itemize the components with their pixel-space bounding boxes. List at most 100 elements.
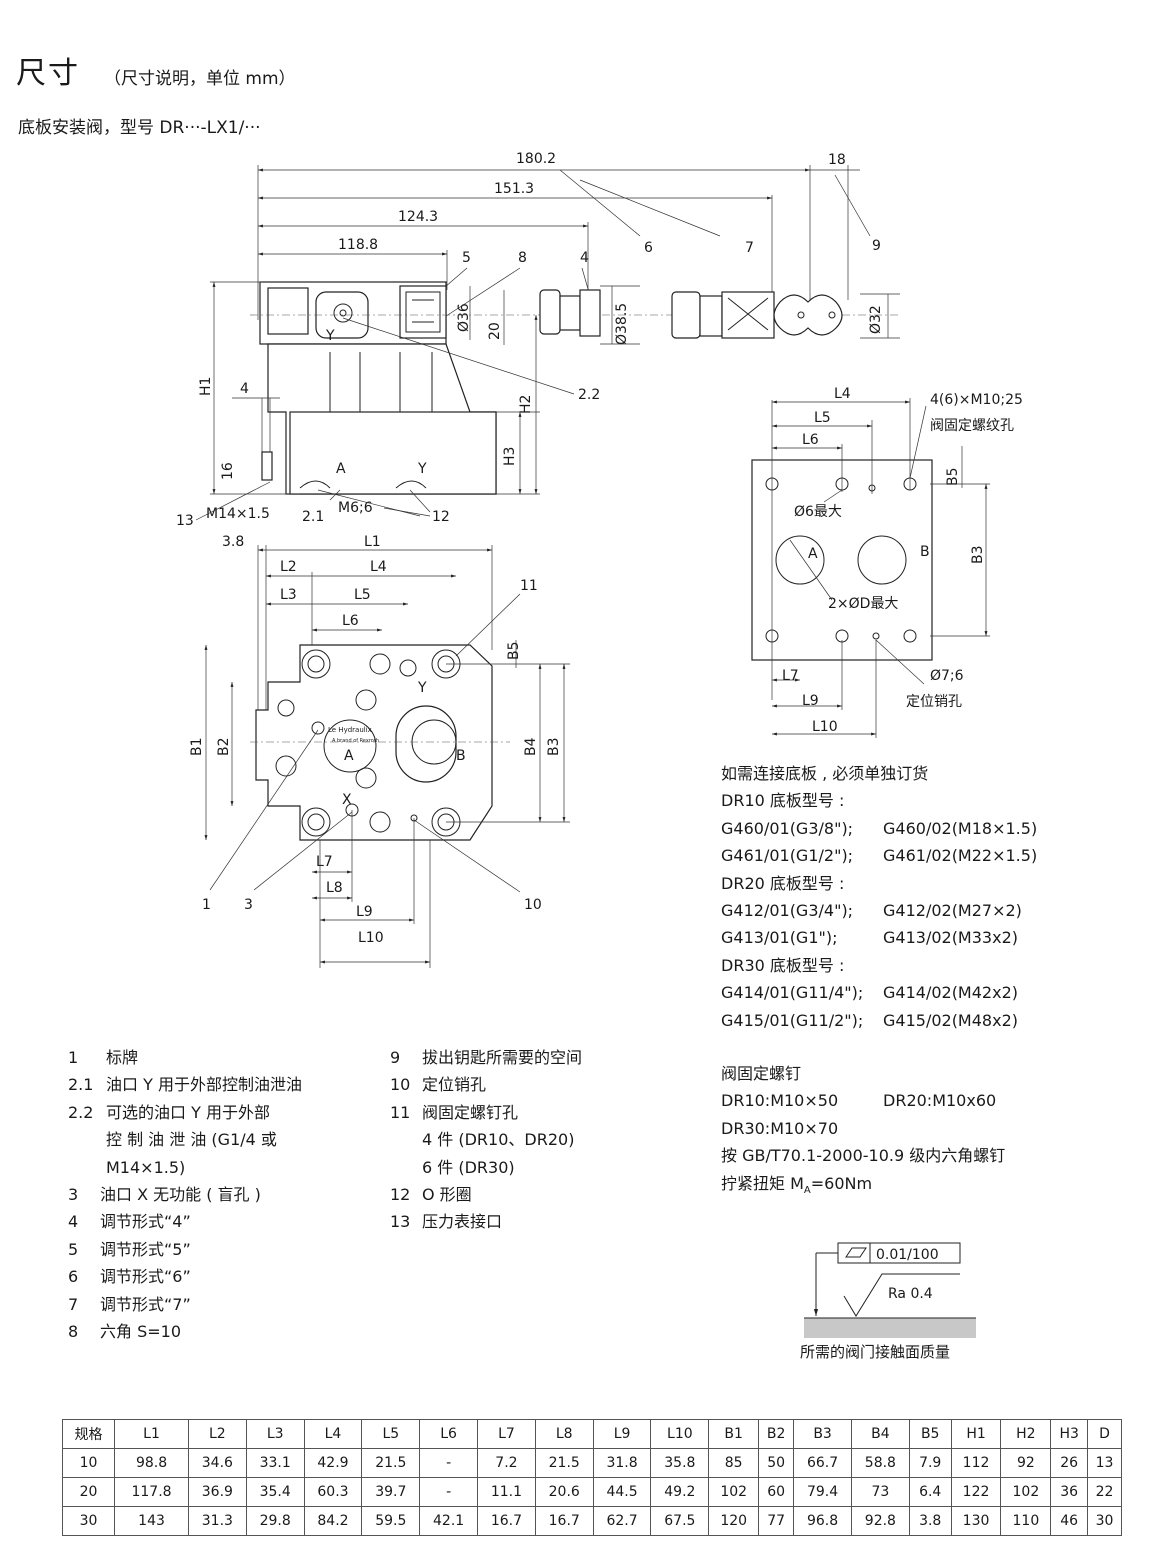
table-cell: H3: [1050, 1419, 1089, 1449]
order-group-dr20: DR20 底板型号 : G412/01(G3/4");G412/02(M27×2…: [721, 873, 1022, 948]
table-cell: 96.8: [793, 1506, 852, 1536]
table-cell: 13: [1087, 1448, 1122, 1478]
table-cell: 3.8: [908, 1506, 952, 1536]
torque-line: 拧紧扭矩 MA=60Nm: [721, 1173, 873, 1196]
order-group-dr10: DR10 底板型号 : G460/01(G3/8");G460/02(M18×1…: [721, 791, 1038, 866]
port-b-top: B: [456, 748, 466, 764]
table-cell: 21.5: [361, 1448, 421, 1478]
dim-118-8: 118.8: [338, 237, 378, 253]
dim-l9: L9: [356, 904, 373, 920]
table-cell: 49.2: [650, 1477, 710, 1507]
table-cell: 67.5: [650, 1506, 710, 1536]
callout-5: 5: [462, 250, 471, 266]
table-cell: 62.7: [592, 1506, 652, 1536]
mounting-face-view: A B L4 L5 L6 4(6)×M10;25 阀固定螺纹孔 B5 B3 Ø6…: [751, 386, 1023, 738]
table-cell: 26: [1050, 1448, 1089, 1478]
table-cell: L7: [477, 1419, 536, 1449]
callout-9: 9: [872, 238, 881, 254]
table-cell: 59.5: [361, 1506, 421, 1536]
dim-h2: H2: [518, 395, 534, 414]
flatness-value: 0.01/100: [876, 1247, 939, 1263]
dim-18: 18: [828, 152, 846, 168]
table-cell: 34.6: [187, 1448, 247, 1478]
plate-l5: L5: [814, 410, 831, 426]
table-cell: 30: [61, 1506, 116, 1536]
table-cell: 98.8: [114, 1448, 189, 1478]
dim-16: 16: [220, 462, 236, 480]
table-cell: 42.9: [303, 1448, 363, 1478]
technical-drawing: 180.2 151.3 124.3 118.8 18 6 7 9 5 8 4 Y…: [176, 151, 1023, 1338]
surface-quality-symbol: 0.01/100 Ra 0.4: [804, 1242, 976, 1338]
table-cell: B3: [793, 1419, 852, 1449]
dim-l3: L3: [280, 587, 297, 603]
table-cell: 110: [1000, 1506, 1052, 1536]
table-cell: B1: [708, 1419, 760, 1449]
callout-8: 8: [518, 250, 527, 266]
dim-b5: B5: [506, 641, 522, 660]
table-cell: 92.8: [850, 1506, 910, 1536]
legend-item: 控 制 油 泄 油 (G1/4 或: [106, 1130, 277, 1150]
table-cell: L10: [650, 1419, 710, 1449]
plate-b5: B5: [945, 467, 961, 486]
legend-item: M14×1.5): [106, 1157, 186, 1177]
callout-10: 10: [524, 897, 542, 913]
plate-screw-note: 阀固定螺纹孔: [930, 418, 1014, 434]
table-cell: 31.8: [592, 1448, 652, 1478]
table-cell: 85: [708, 1448, 760, 1478]
order-heading: 如需连接底板 , 必须单独订货: [721, 764, 929, 783]
dim-4: 4: [240, 381, 249, 397]
table-cell: 33.1: [245, 1448, 305, 1478]
legend-item: 6 件 (DR30): [422, 1157, 515, 1177]
dim-l10: L10: [358, 930, 384, 946]
table-cell: 50: [758, 1448, 795, 1478]
table-cell: -: [419, 1448, 479, 1478]
callout-3: 3: [244, 897, 253, 913]
dim-l6: L6: [342, 613, 359, 629]
dim-m14: M14×1.5: [206, 506, 270, 522]
table-cell: -: [419, 1477, 479, 1507]
table-cell: L8: [534, 1419, 594, 1449]
dim-180-2: 180.2: [516, 151, 556, 167]
table-cell: 30: [1087, 1506, 1122, 1536]
table-cell: 36: [1050, 1477, 1089, 1507]
callout-13: 13: [176, 513, 194, 529]
table-cell: L2: [187, 1419, 247, 1449]
callout-1: 1: [202, 897, 211, 913]
dim-20: 20: [487, 322, 503, 340]
dim-b1: B1: [189, 737, 205, 756]
port-y-side: Y: [325, 328, 335, 344]
table-cell: 143: [114, 1506, 189, 1536]
callout-2-2: 2.2: [578, 387, 600, 403]
table-cell: B5: [908, 1419, 952, 1449]
dim-m6: M6;6: [338, 500, 373, 516]
table-cell: 120: [708, 1506, 760, 1536]
table-cell: L3: [245, 1419, 305, 1449]
table-cell: 20: [61, 1477, 116, 1507]
plate-l6: L6: [802, 432, 819, 448]
plate-screw-holes: 4(6)×M10;25: [930, 392, 1023, 408]
table-cell: 84.2: [303, 1506, 363, 1536]
dim-dia32: Ø32: [868, 305, 884, 334]
table-cell: 60.3: [303, 1477, 363, 1507]
table-cell: 79.4: [793, 1477, 852, 1507]
table-cell: 102: [708, 1477, 760, 1507]
plate-dia7: Ø7;6: [930, 668, 964, 684]
table-cell: D: [1087, 1419, 1122, 1449]
table-cell: 44.5: [592, 1477, 652, 1507]
port-x-top: X: [342, 792, 352, 808]
table-cell: 112: [950, 1448, 1002, 1478]
